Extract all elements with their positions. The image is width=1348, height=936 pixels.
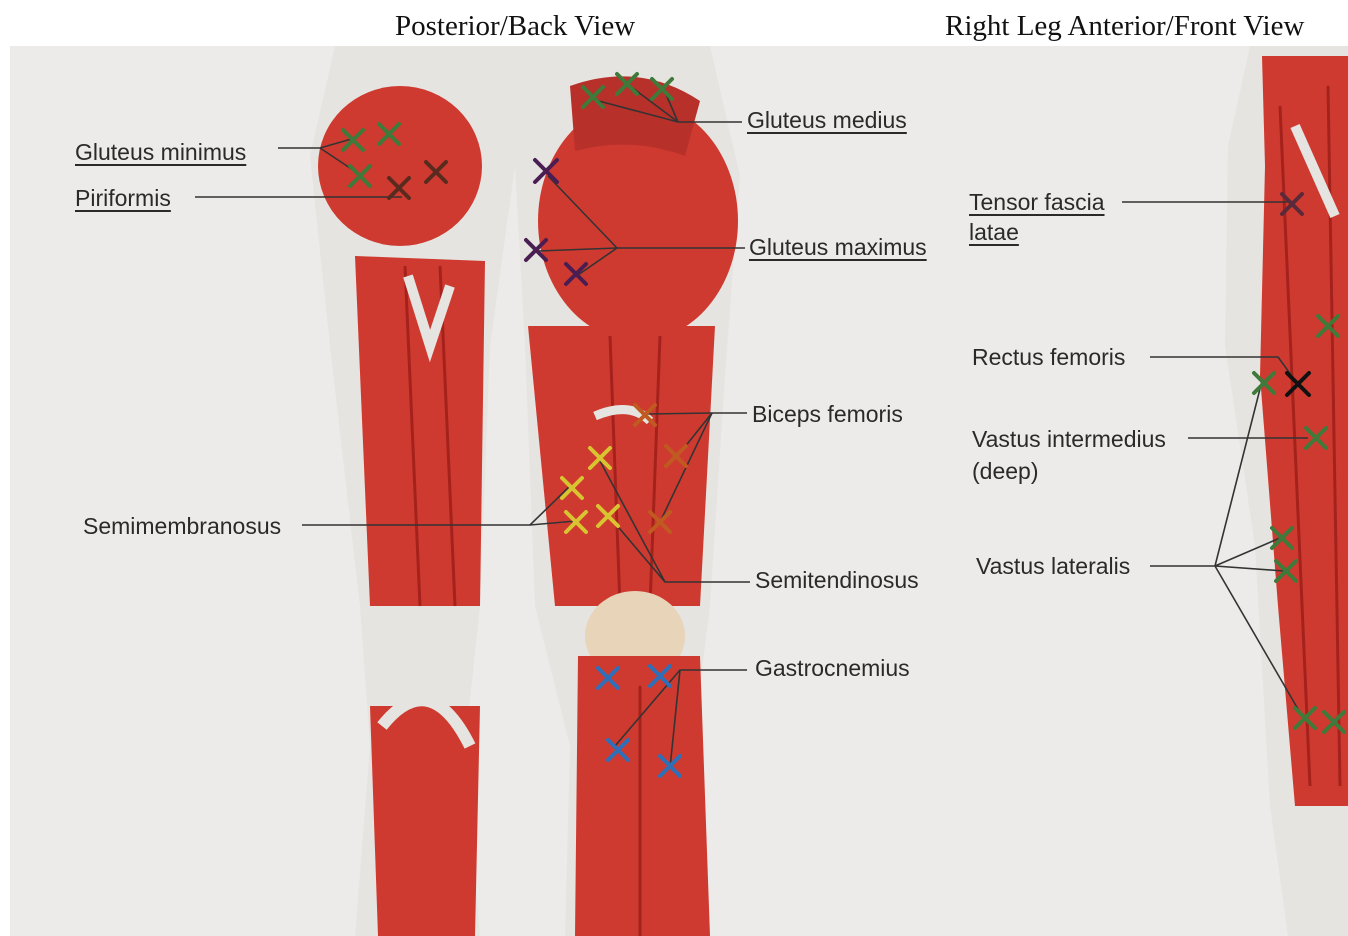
label-semitendinosus: Semitendinosus [755,566,919,595]
muscle-illustration [10,46,1348,936]
label-vastus-lateralis: Vastus lateralis [976,552,1130,581]
anatomy-drawing [10,46,1348,936]
label-gluteus-maximus: Gluteus maximus [749,233,927,262]
anterior-view-title: Right Leg Anterior/Front View [945,10,1304,43]
left-gluteal-region [318,86,482,246]
label-piriformis: Piriformis [75,184,171,213]
label-latae: latae [969,218,1019,247]
label-vastus-intermedius: Vastus intermedius [972,425,1166,454]
label-gastrocnemius: Gastrocnemius [755,654,910,683]
label-tensor-fascia: Tensor fascia [969,188,1105,217]
label-gluteus-minimus: Gluteus minimus [75,138,246,167]
label-deep: (deep) [972,457,1038,486]
label-rectus-femoris: Rectus femoris [972,343,1125,372]
label-biceps-femoris: Biceps femoris [752,400,903,429]
label-gluteus-medius: Gluteus medius [747,106,907,135]
label-semimembranosus: Semimembranosus [83,512,281,541]
posterior-view-title: Posterior/Back View [395,10,635,43]
gastrocnemius-muscle [575,656,710,936]
